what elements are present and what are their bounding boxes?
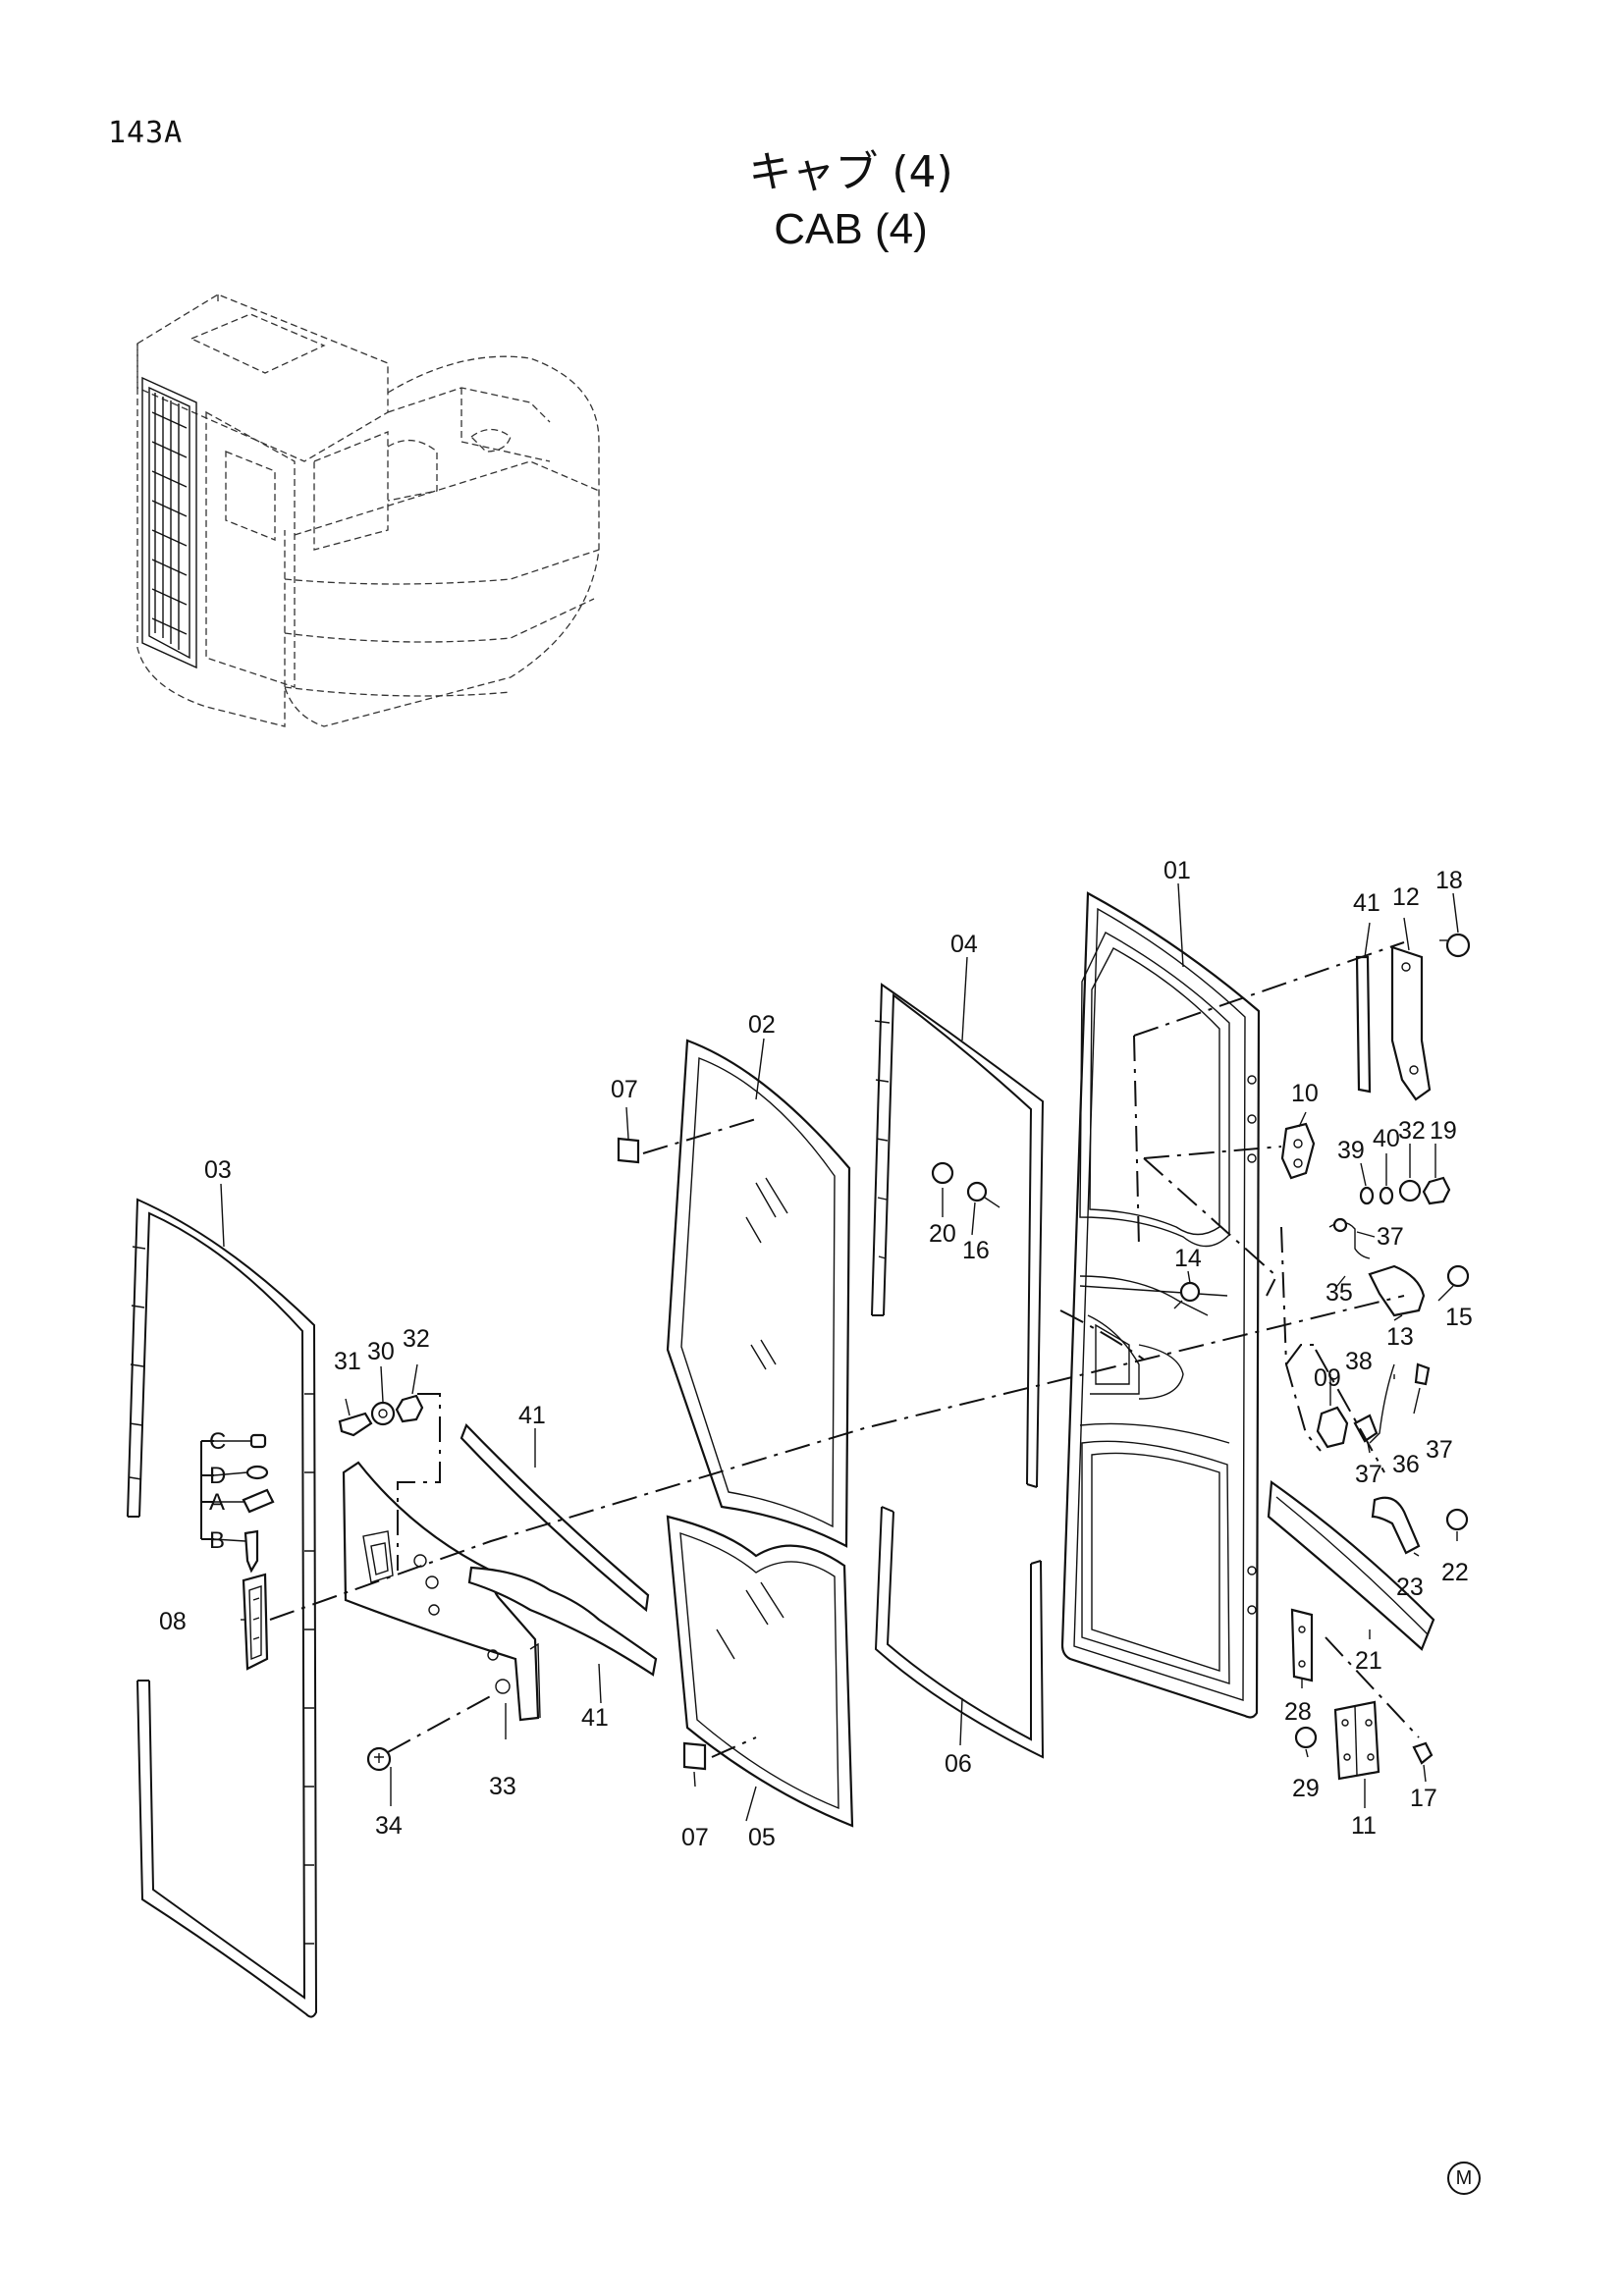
callout-28: 28 [1284, 1698, 1312, 1726]
page-code: 143A [108, 116, 184, 150]
callout-30: 30 [367, 1338, 395, 1365]
callout-23: 23 [1396, 1574, 1424, 1601]
part-handle-assembly [200, 1433, 275, 1671]
manufacturer-mark: M [1447, 2162, 1481, 2195]
callout-c: C [209, 1428, 226, 1455]
callout-06: 06 [945, 1750, 972, 1778]
callout-37-upper: 37 [1377, 1223, 1404, 1251]
callout-32-left: 32 [403, 1325, 430, 1353]
callout-13: 13 [1386, 1323, 1414, 1351]
callout-19: 19 [1430, 1117, 1457, 1145]
callout-14: 14 [1174, 1245, 1202, 1272]
machine-overview [136, 294, 600, 727]
callout-17: 17 [1410, 1785, 1437, 1812]
callout-15: 15 [1445, 1304, 1473, 1331]
title-english: CAB (4) [774, 205, 928, 253]
callout-09: 09 [1314, 1364, 1341, 1392]
callout-40: 40 [1373, 1125, 1400, 1152]
callout-01: 01 [1163, 857, 1191, 884]
callout-22: 22 [1441, 1559, 1469, 1586]
callout-33: 33 [489, 1773, 516, 1800]
callout-07-lower: 07 [681, 1824, 709, 1851]
callout-32-right: 32 [1398, 1117, 1426, 1145]
part-right-hardware [931, 933, 1471, 1781]
callout-38: 38 [1345, 1348, 1373, 1375]
callout-21: 21 [1355, 1647, 1382, 1675]
callout-41-upper-left: 41 [518, 1402, 546, 1429]
callout-41-upper-right: 41 [1353, 889, 1380, 917]
callout-37-lower: 37 [1355, 1461, 1382, 1488]
callout-16: 16 [962, 1237, 990, 1264]
part-lower-glass [666, 1515, 854, 1828]
callout-05: 05 [748, 1824, 776, 1851]
part-labels [617, 1137, 707, 1771]
callout-d: D [209, 1463, 226, 1489]
callout-07-upper: 07 [611, 1076, 638, 1103]
part-upper-glass-rubber [871, 983, 1045, 1488]
callout-18: 18 [1435, 867, 1463, 894]
callout-03: 03 [204, 1156, 232, 1184]
callout-12: 12 [1392, 883, 1420, 911]
callout-31: 31 [334, 1348, 361, 1375]
callout-08: 08 [159, 1608, 187, 1635]
callout-20: 20 [929, 1220, 956, 1248]
part-stay-bracket [1355, 945, 1432, 1101]
callout-10: 10 [1291, 1080, 1319, 1107]
title-japanese: キャブ (4) [748, 147, 953, 197]
callout-b: B [209, 1527, 225, 1554]
part-small-hardware-left [338, 1394, 424, 1772]
callout-37-right: 37 [1426, 1436, 1453, 1464]
callout-36: 36 [1392, 1451, 1420, 1478]
callout-41-lower-left: 41 [581, 1704, 609, 1732]
part-door-frame [1060, 891, 1261, 1719]
callout-labels: 01 02 03 04 05 06 07 07 08 09 10 11 12 1… [159, 857, 1473, 1851]
part-trim-strips-left [460, 1422, 658, 1677]
callout-11: 11 [1351, 1812, 1377, 1840]
assembly-lines [269, 941, 1420, 1758]
callout-34: 34 [375, 1812, 403, 1840]
callout-a: A [209, 1489, 225, 1516]
part-upper-glass [666, 1039, 851, 1548]
callout-02: 02 [748, 1011, 776, 1039]
machine-front-grille [141, 376, 197, 669]
callout-39: 39 [1337, 1137, 1365, 1164]
part-lower-glass-rubber [874, 1506, 1045, 1759]
leader-lines [213, 882, 1459, 1822]
callout-35: 35 [1325, 1279, 1353, 1307]
part-inner-panel [342, 1461, 541, 1722]
callout-29: 29 [1292, 1775, 1320, 1802]
callout-04: 04 [950, 931, 978, 958]
part-outer-seal [127, 1198, 318, 2018]
